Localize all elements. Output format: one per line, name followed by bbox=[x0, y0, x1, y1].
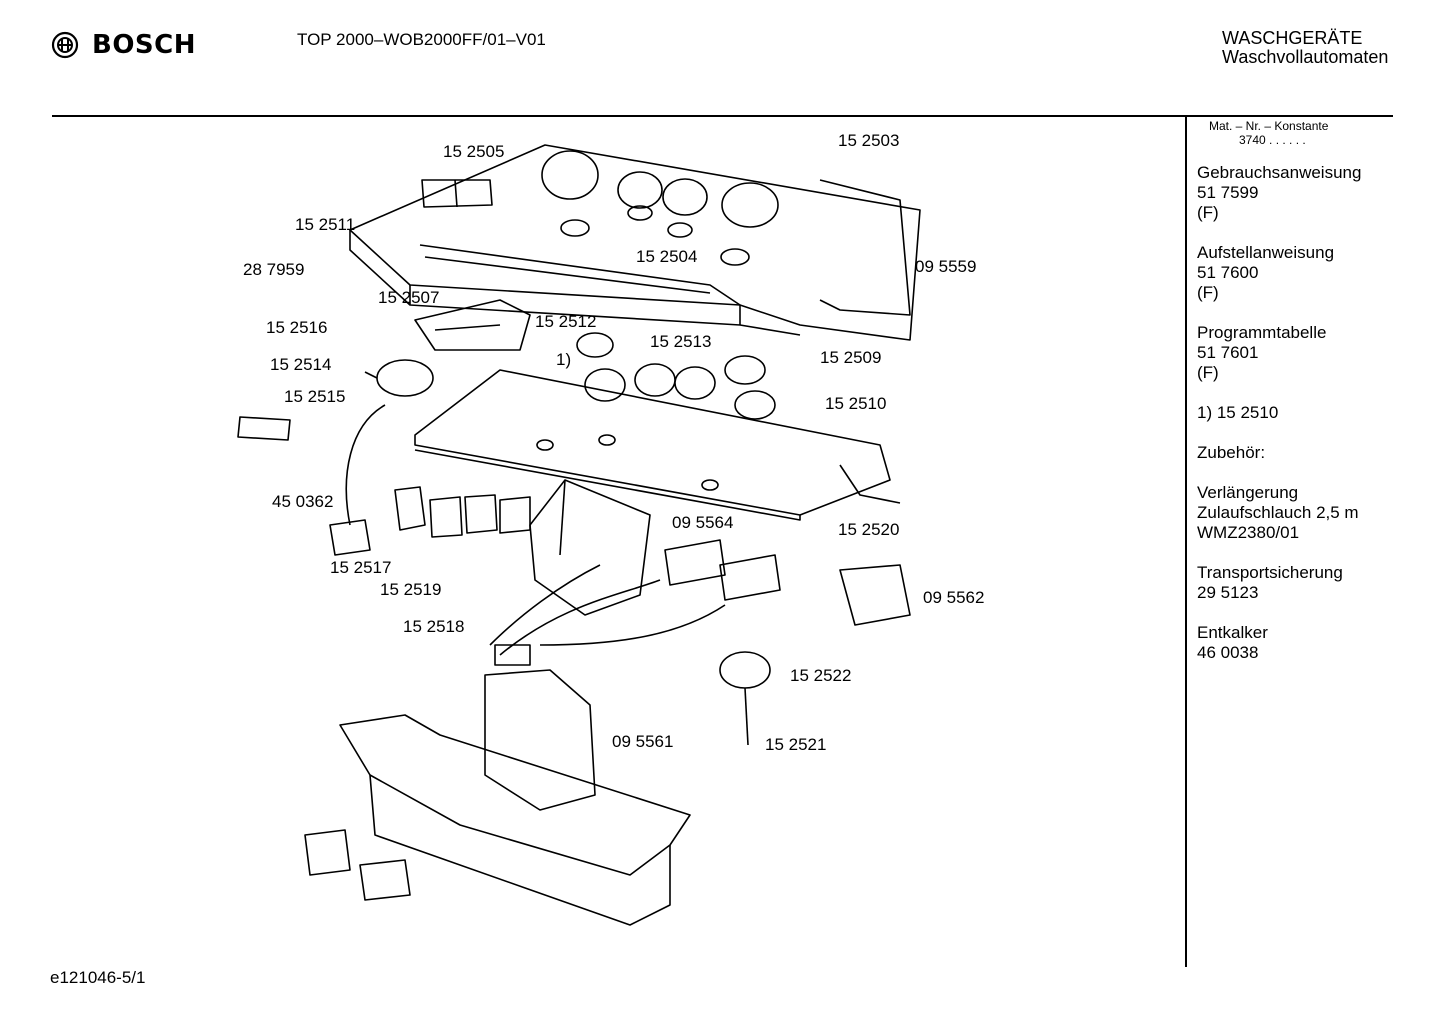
main-switch-drawing bbox=[414, 299, 531, 351]
category-line-1: WASCHGERÄTE bbox=[1222, 28, 1363, 48]
sidebar-line: 46 0038 bbox=[1197, 643, 1259, 662]
konstante-value: 3740 . . . . . . bbox=[1239, 133, 1306, 147]
switch-blocks-drawing bbox=[394, 486, 531, 538]
part-label: 15 2522 bbox=[790, 666, 852, 685]
part-label: 15 2512 bbox=[535, 312, 597, 331]
part-label: 15 2505 bbox=[443, 142, 505, 161]
sidebar-divider bbox=[1185, 117, 1187, 967]
part-label: 15 2510 bbox=[825, 394, 887, 413]
cam-parts-drawing bbox=[576, 332, 776, 420]
part-label: 28 7959 bbox=[243, 260, 305, 279]
control-housing-drawing bbox=[349, 144, 921, 341]
part-label: 15 2517 bbox=[330, 558, 392, 577]
valves-drawing bbox=[664, 539, 781, 601]
sidebar-line: Zubehör: bbox=[1197, 443, 1266, 462]
part-label: 09 5561 bbox=[612, 732, 674, 751]
part-label: 09 5559 bbox=[915, 257, 977, 276]
sidebar-line: Aufstellanweisung bbox=[1197, 243, 1335, 262]
exploded-parts-diagram: 15 2505 15 2503 15 2511 15 2504 28 7959 … bbox=[200, 125, 984, 955]
carrier-plate-drawing bbox=[414, 369, 901, 521]
sidebar-section: 1) 15 2510 bbox=[1197, 403, 1427, 423]
sidebar: Mat. – Nr. – Konstante 3740 . . . . . . … bbox=[1197, 119, 1427, 663]
category-title: WASCHGERÄTE Waschvollautomaten bbox=[1222, 29, 1388, 67]
part-label: 15 2511 bbox=[295, 215, 356, 234]
part-label: 15 2503 bbox=[838, 131, 900, 150]
power-cord-drawing bbox=[237, 404, 386, 556]
part-label: 15 2520 bbox=[838, 520, 900, 539]
part-label: 1) bbox=[556, 350, 572, 369]
sidebar-line: Entkalker bbox=[1197, 623, 1268, 642]
sidebar-line: Zulaufschlauch 2,5 m bbox=[1197, 503, 1359, 522]
sidebar-line: 51 7600 bbox=[1197, 263, 1259, 282]
sidebar-line: 51 7601 bbox=[1197, 343, 1259, 362]
sidebar-line: (F) bbox=[1197, 283, 1219, 302]
wiring-harness-drawing bbox=[489, 564, 726, 666]
pump-motor-drawing bbox=[839, 564, 911, 626]
sidebar-line: Verlängerung bbox=[1197, 483, 1299, 502]
sidebar-line: (F) bbox=[1197, 203, 1219, 222]
selector-knobs-drawing bbox=[541, 150, 779, 228]
part-label: 15 2519 bbox=[380, 580, 442, 599]
sidebar-line: 51 7599 bbox=[1197, 183, 1259, 202]
plugs-drawing bbox=[304, 829, 411, 901]
part-label: 15 2516 bbox=[266, 318, 328, 337]
category-line-2: Waschvollautomaten bbox=[1222, 47, 1389, 67]
parts-drawing bbox=[237, 144, 921, 926]
document-id: e121046-5/1 bbox=[50, 968, 146, 987]
pressure-switch-drawing bbox=[719, 651, 771, 746]
sidebar-line: 29 5123 bbox=[1197, 583, 1259, 602]
sidebar-line: Programmtabelle bbox=[1197, 323, 1327, 342]
part-label: 09 5562 bbox=[923, 588, 985, 607]
programmer-module-drawing bbox=[529, 479, 651, 616]
brand-name: BOSCH bbox=[92, 30, 196, 60]
sidebar-line: Gebrauchsanweisung bbox=[1197, 163, 1362, 182]
control-board-drawing bbox=[339, 669, 691, 926]
part-label: 15 2518 bbox=[403, 617, 465, 636]
bosch-armature-icon bbox=[51, 31, 79, 59]
motor-drawing bbox=[364, 359, 434, 397]
sidebar-line: 1) 15 2510 bbox=[1197, 403, 1279, 422]
part-label: 15 2521 bbox=[765, 735, 827, 754]
brand-logo: BOSCH bbox=[50, 28, 200, 62]
sidebar-line: Transportsicherung bbox=[1197, 563, 1343, 582]
part-label: 15 2515 bbox=[284, 387, 346, 406]
part-label: 09 5564 bbox=[672, 513, 734, 532]
button-block-drawing bbox=[421, 179, 493, 208]
konstante-label: Mat. – Nr. – Konstante bbox=[1209, 119, 1329, 133]
sidebar-section: Zubehör: bbox=[1197, 443, 1427, 463]
part-label: 15 2504 bbox=[636, 247, 698, 266]
part-label: 15 2514 bbox=[270, 355, 332, 374]
sidebar-line: (F) bbox=[1197, 363, 1219, 382]
header-divider bbox=[52, 115, 1393, 117]
part-label: 15 2513 bbox=[650, 332, 712, 351]
part-label: 15 2507 bbox=[378, 288, 440, 307]
model-title: TOP 2000–WOB2000FF/01–V01 bbox=[297, 30, 546, 49]
part-label: 45 0362 bbox=[272, 492, 334, 511]
part-label: 15 2509 bbox=[820, 348, 882, 367]
sidebar-line: WMZ2380/01 bbox=[1197, 523, 1300, 542]
